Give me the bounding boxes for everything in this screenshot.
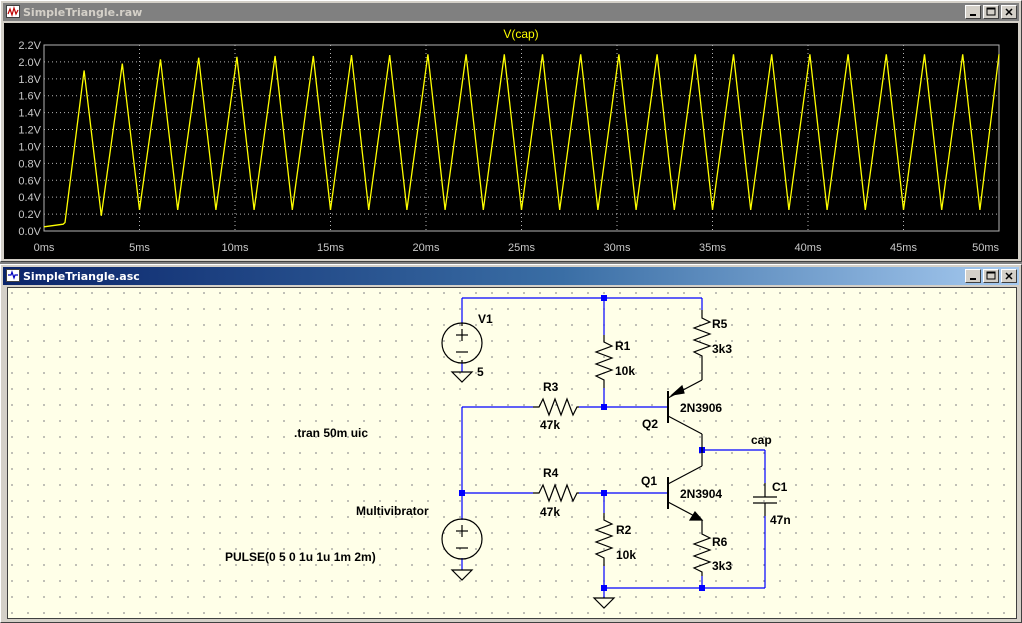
v1-name: V1 <box>478 312 493 326</box>
schematic-junctions <box>459 295 705 591</box>
r2-value: 10k <box>616 548 636 562</box>
q2-transistor[interactable] <box>667 379 703 450</box>
y-tick-label: 1.4V <box>18 108 41 120</box>
c1-capacitor[interactable] <box>753 483 777 516</box>
schematic-wires[interactable] <box>461 297 766 598</box>
y-tick-label: 0.6V <box>18 175 41 187</box>
r2-name: R2 <box>616 523 632 537</box>
trace-line-vcap <box>43 54 1000 228</box>
maximize-button[interactable] <box>983 5 999 19</box>
minimize-icon <box>970 14 976 16</box>
plot-frame <box>43 44 1000 232</box>
y-tick-label: 1.6V <box>18 91 41 103</box>
maximize-icon <box>986 271 996 280</box>
r3-resistor <box>533 397 579 417</box>
schematic-drawing[interactable]: V1 5 R1 10k R5 3k3 R3 47k Q2 2N3906 .tra… <box>8 288 1016 618</box>
ground-icon <box>592 597 616 609</box>
x-tick-label: 40ms <box>795 242 822 254</box>
r2-resistor <box>594 513 614 566</box>
x-tick-label: 10ms <box>222 242 249 254</box>
schematic-labels[interactable]: V1 5 R1 10k R5 3k3 R3 47k Q2 2N3906 .tra… <box>225 312 791 573</box>
r6-resistor <box>692 528 712 576</box>
v1-value: 5 <box>477 365 484 379</box>
x-tick-label: 45ms <box>890 242 917 254</box>
x-tick-label: 5ms <box>129 242 150 254</box>
minimize-icon <box>970 278 976 280</box>
waveform-window: SimpleTriangle.raw 0.0V 0.2V 0.4V 0.6V 0.8V 1… <box>0 0 1022 262</box>
r6-value: 3k3 <box>712 559 732 573</box>
q1-name: Q1 <box>641 474 657 488</box>
r3-value: 47k <box>540 418 560 432</box>
multivibrator-value: PULSE(0 5 0 1u 1u 1m 2m) <box>225 550 376 564</box>
multivibrator-name: Multivibrator <box>356 504 429 518</box>
minimize-button[interactable] <box>965 269 981 283</box>
cap-net-label: cap <box>751 433 772 447</box>
trace-label-vcap[interactable]: V(cap) <box>503 27 538 41</box>
schematic-components[interactable] <box>441 310 777 609</box>
x-tick-label: 20ms <box>413 242 440 254</box>
x-tick-label: 35ms <box>699 242 726 254</box>
y-tick-label: 2.0V <box>18 57 41 69</box>
waveform-window-title: SimpleTriangle.raw <box>23 6 143 19</box>
multivibrator-voltage-source[interactable] <box>441 518 483 560</box>
close-button[interactable] <box>1001 269 1017 283</box>
r5-value: 3k3 <box>712 342 732 356</box>
waveform-plot-area[interactable]: 0.0V 0.2V 0.4V 0.6V 0.8V 1.0V 1.2V 1.4V 1.6V 1.8V… <box>4 23 1018 259</box>
q1-model: 2N3904 <box>680 487 722 501</box>
y-tick-label: 0.2V <box>18 209 41 221</box>
close-button[interactable] <box>1001 5 1017 19</box>
y-tick-label: 1.8V <box>18 74 41 86</box>
maximize-icon <box>986 7 996 16</box>
q2-model: 2N3906 <box>680 401 722 415</box>
q1-transistor[interactable] <box>667 450 704 528</box>
x-tick-label: 25ms <box>508 242 535 254</box>
y-tick-label: 1.0V <box>18 141 41 153</box>
r4-name: R4 <box>543 466 559 480</box>
c1-name: C1 <box>772 480 788 494</box>
r1-name: R1 <box>615 339 631 353</box>
x-tick-label: 0ms <box>34 242 55 254</box>
schematic-window: SimpleTriangle.asc <box>0 264 1022 623</box>
ground-icon <box>450 371 474 383</box>
spice-directive: .tran 50m uic <box>294 426 368 440</box>
schematic-titlebar[interactable]: SimpleTriangle.asc <box>3 267 1019 285</box>
waveform-app-icon <box>6 5 20 21</box>
close-icon <box>1005 272 1013 280</box>
q2-name: Q2 <box>642 417 658 431</box>
r1-value: 10k <box>615 364 635 378</box>
close-icon <box>1005 8 1013 16</box>
r5-resistor <box>692 310 712 380</box>
schematic-window-title: SimpleTriangle.asc <box>23 270 140 283</box>
waveform-titlebar[interactable]: SimpleTriangle.raw <box>3 3 1019 21</box>
y-tick-label: 1.2V <box>18 125 41 137</box>
x-tick-label: 30ms <box>604 242 631 254</box>
y-tick-label: 0.4V <box>18 192 41 204</box>
r3-name: R3 <box>543 380 559 394</box>
x-tick-label: 50ms <box>972 242 999 254</box>
y-tick-label: 0.0V <box>18 226 41 238</box>
schematic-app-icon <box>6 269 20 285</box>
minimize-button[interactable] <box>965 5 981 19</box>
y-tick-label: 0.8V <box>18 158 41 170</box>
r4-resistor <box>533 483 579 503</box>
c1-value: 47n <box>770 513 791 527</box>
schematic-canvas[interactable]: V1 5 R1 10k R5 3k3 R3 47k Q2 2N3906 .tra… <box>7 287 1017 619</box>
r4-value: 47k <box>540 505 560 519</box>
maximize-button[interactable] <box>983 269 999 283</box>
r1-resistor <box>594 335 614 388</box>
x-tick-label: 15ms <box>317 242 344 254</box>
y-tick-label: 2.2V <box>18 40 41 52</box>
v1-voltage-source[interactable] <box>441 322 483 364</box>
ground-icon <box>450 569 474 581</box>
r6-name: R6 <box>712 535 728 549</box>
waveform-chart[interactable]: 0.0V 0.2V 0.4V 0.6V 0.8V 1.0V 1.2V 1.4V 1.6V 1.8V… <box>4 23 1018 259</box>
r5-name: R5 <box>712 317 728 331</box>
chart-tick-labels: 0.0V 0.2V 0.4V 0.6V 0.8V 1.0V 1.2V 1.4V 1.6V 1.8V… <box>18 40 999 254</box>
